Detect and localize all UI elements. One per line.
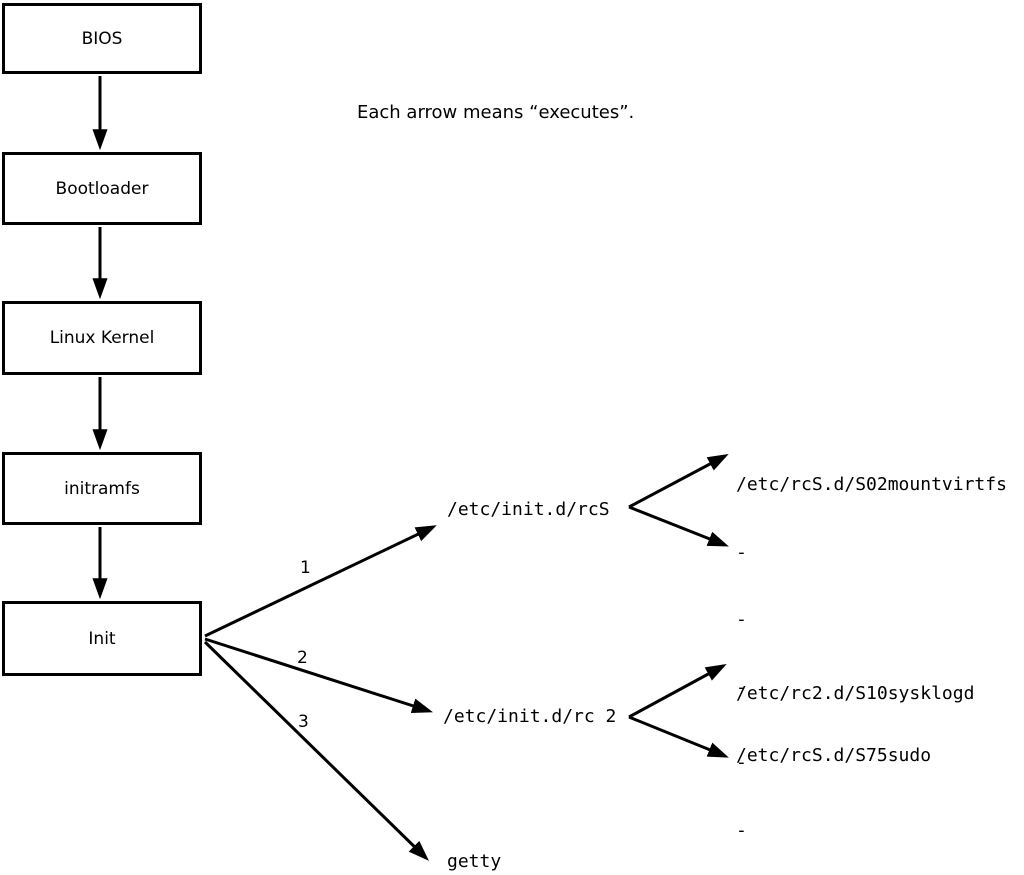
box-bootloader: Bootloader [2,152,202,225]
box-initramfs-label: initramfs [64,478,140,499]
branch-number-1: 1 [300,558,311,578]
arrow-rcs-to-s75sudo [628,505,729,547]
ellipsis-dash: - [736,751,747,773]
box-init: Init [2,601,202,676]
box-initramfs: initramfs [2,452,202,525]
script-entry-s10sysklogd: /etc/rc2.d/S10sysklogd [736,683,975,704]
box-linux-kernel-label: Linux Kernel [49,328,155,348]
target-getty: getty [447,851,502,872]
arrow-init-to-rcs [204,525,437,638]
box-bios-label: BIOS [81,28,123,49]
box-bios: BIOS [2,3,202,74]
script-entry-s02mountvirtfs: /etc/rcS.d/S02mountvirtfs [736,474,1007,495]
arrow-init-to-rc2 [204,637,433,714]
box-bootloader-label: Bootloader [55,178,149,199]
rcs-script-list: /etc/rcS.d/S02mountvirtfs - - - /etc/rcS… [736,430,1007,811]
script-entry-s75sudo: /etc/rcS.d/S75sudo [736,744,932,766]
caption-executes: Each arrow means “executes”. [357,102,635,123]
box-linux-kernel: Linux Kernel [2,301,202,375]
target-etc-init-d-rc2: /etc/init.d/rc 2 [443,706,617,727]
ellipsis-dash: - [736,677,747,699]
ellipsis-dash: - [736,820,747,841]
box-init-label: Init [88,628,116,649]
branch-number-2: 2 [297,648,308,668]
arrow-rc2-to-s10sysklogd [628,663,727,719]
ellipsis-dash: - [736,609,747,631]
ellipsis-dash: - [736,541,747,563]
target-etc-init-d-rcs: /etc/init.d/rcS [447,499,610,520]
arrow-init-to-getty [203,640,430,861]
rc2-script-list: /etc/rc2.d/S10sysklogd - - - /etc/rc2.d/… [736,639,974,875]
branch-number-3: 3 [298,712,309,732]
arrow-rc2-to-s99gdm [628,715,729,758]
arrow-rcs-to-s02mountvirtfs [628,454,729,509]
